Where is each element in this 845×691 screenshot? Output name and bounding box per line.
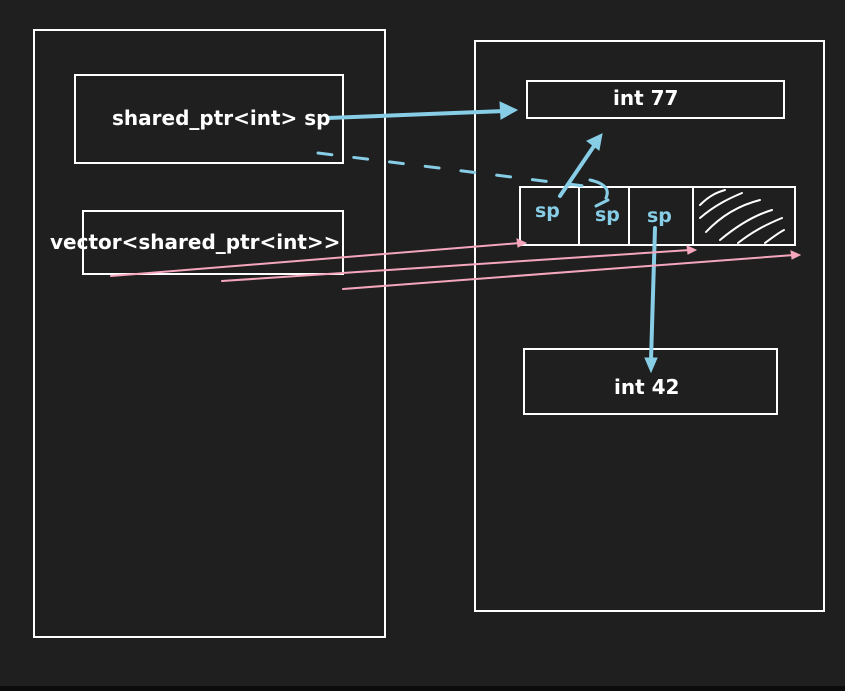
bottom-edge (0, 686, 845, 691)
scribble-empty-slot-icon (699, 189, 785, 244)
shared-ptr-label: shared_ptr<int> sp (112, 106, 331, 130)
pointer-arrow-icon (644, 226, 658, 374)
vector-slot-label: sp (647, 205, 672, 227)
dashed-reference-arrow-icon (316, 151, 610, 208)
int42-label: int 42 (614, 375, 680, 399)
vector-box (82, 210, 344, 275)
vector-slot-label: sp (535, 200, 560, 222)
pointer-arrow-icon (558, 133, 603, 198)
int77-label: int 77 (613, 86, 679, 110)
vector-element-arrow-icon (110, 238, 802, 290)
int77-box (526, 80, 785, 119)
vector-slot-label: sp (595, 204, 620, 226)
stack-region (33, 29, 386, 638)
vector-storage-box (519, 186, 796, 246)
vector-label: vector<shared_ptr<int>> (50, 230, 341, 254)
heap-region (474, 40, 825, 612)
pointer-arrow-icon (326, 101, 519, 120)
